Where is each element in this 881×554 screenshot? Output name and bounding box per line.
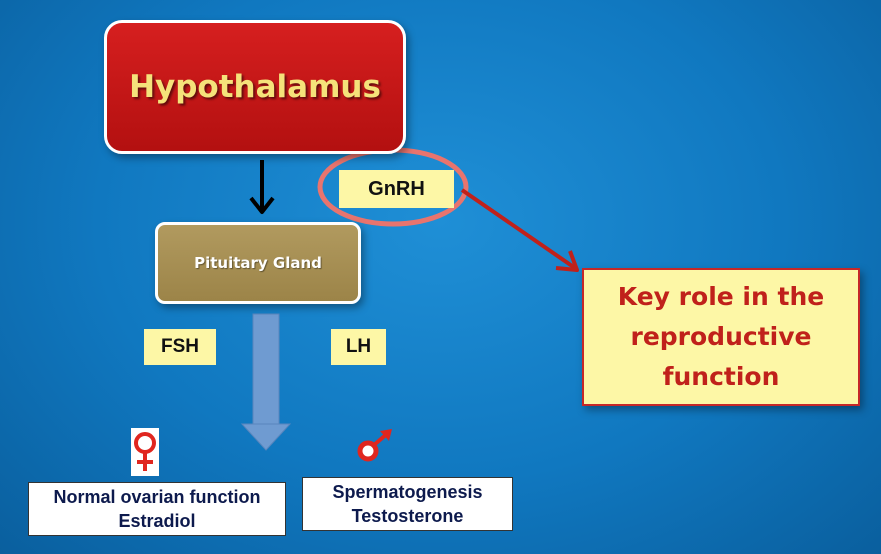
- down-arrow-icon: [249, 160, 275, 214]
- blue-down-arrow-icon: [240, 313, 292, 451]
- female-symbol-icon: [131, 428, 159, 476]
- pituitary-box: Pituitary Gland: [155, 222, 361, 304]
- lh-label: LH: [331, 329, 386, 365]
- male-outcome-line2: Testosterone: [351, 506, 464, 526]
- pituitary-label: Pituitary Gland: [194, 254, 322, 272]
- gnrh-label: GnRH: [339, 170, 454, 208]
- hypothalamus-box: Hypothalamus: [104, 20, 406, 154]
- male-outcome-line1: Spermatogenesis: [332, 482, 483, 502]
- red-arrow-icon: [460, 188, 579, 272]
- hypothalamus-label: Hypothalamus: [129, 69, 381, 105]
- key-role-box: Key role in the reproductive function: [582, 268, 860, 406]
- key-role-label: Key role in the reproductive function: [617, 282, 825, 391]
- female-outcome-line2: Estradiol: [118, 511, 196, 531]
- female-outcome-box: Normal ovarian function Estradiol: [28, 482, 286, 536]
- fsh-label: FSH: [144, 329, 216, 365]
- male-outcome-box: Spermatogenesis Testosterone: [302, 477, 513, 531]
- female-outcome-line1: Normal ovarian function: [53, 487, 261, 507]
- male-symbol-icon: [357, 429, 392, 462]
